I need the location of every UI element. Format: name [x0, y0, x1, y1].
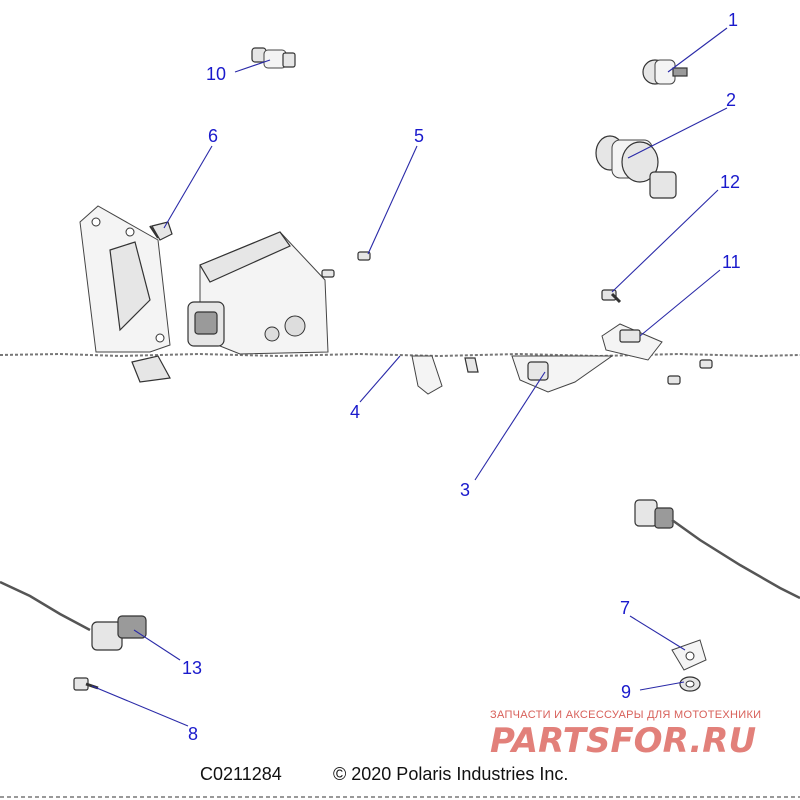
- callout-13: 13: [182, 658, 202, 678]
- footer: C0211284 © 2020 Polaris Industries Inc.: [200, 764, 568, 784]
- part-11-module: [601, 323, 663, 361]
- callout-9: 9: [621, 682, 631, 702]
- part-1-switch: [642, 59, 688, 85]
- small-screws: [667, 359, 713, 385]
- diagram-code: C0211284: [200, 764, 282, 784]
- callout-1: 1: [728, 10, 738, 30]
- part-12-bolt: [601, 289, 622, 304]
- lower-bracket-pieces: [411, 355, 614, 395]
- callout-6: 6: [208, 126, 218, 146]
- leader-lines: [91, 27, 728, 727]
- copyright-text: © 2020 Polaris Industries Inc.: [333, 764, 568, 784]
- part-9-nut: [679, 676, 701, 692]
- callout-11: 11: [722, 252, 741, 272]
- part-8-bolt: [73, 677, 99, 691]
- watermark-tagline: ЗАПЧАСТИ И АКСЕССУАРЫ ДЛЯ МОТОТЕХНИКИ: [490, 709, 761, 721]
- callout-10: 10: [206, 64, 226, 84]
- break-line: [0, 352, 800, 358]
- callout-8: 8: [188, 724, 198, 744]
- watermark: ЗАПЧАСТИ И АКСЕССУАРЫ ДЛЯ МОТОТЕХНИКИ PA…: [490, 709, 761, 761]
- callout-7: 7: [620, 598, 630, 618]
- callout-5: 5: [414, 126, 424, 146]
- callout-3: 3: [460, 480, 470, 500]
- callout-4: 4: [350, 402, 360, 422]
- callout-2: 2: [726, 90, 736, 110]
- part-13-sensor: [0, 580, 147, 651]
- callout-12: 12: [720, 172, 740, 192]
- ecu-module: [187, 231, 329, 355]
- part-10-sensor: [251, 47, 296, 69]
- part-5-screws: [321, 251, 371, 278]
- part-4-bracket: [79, 205, 171, 383]
- cable-sensor-right: [634, 499, 800, 600]
- part-2-sensor: [595, 135, 677, 199]
- watermark-brand: PARTSFOR.RU: [490, 721, 756, 761]
- part-6-bolt: [149, 221, 173, 241]
- callout-labels: 1 2 3 4 5 6 7 8 9 10 11 12 13: [182, 10, 741, 744]
